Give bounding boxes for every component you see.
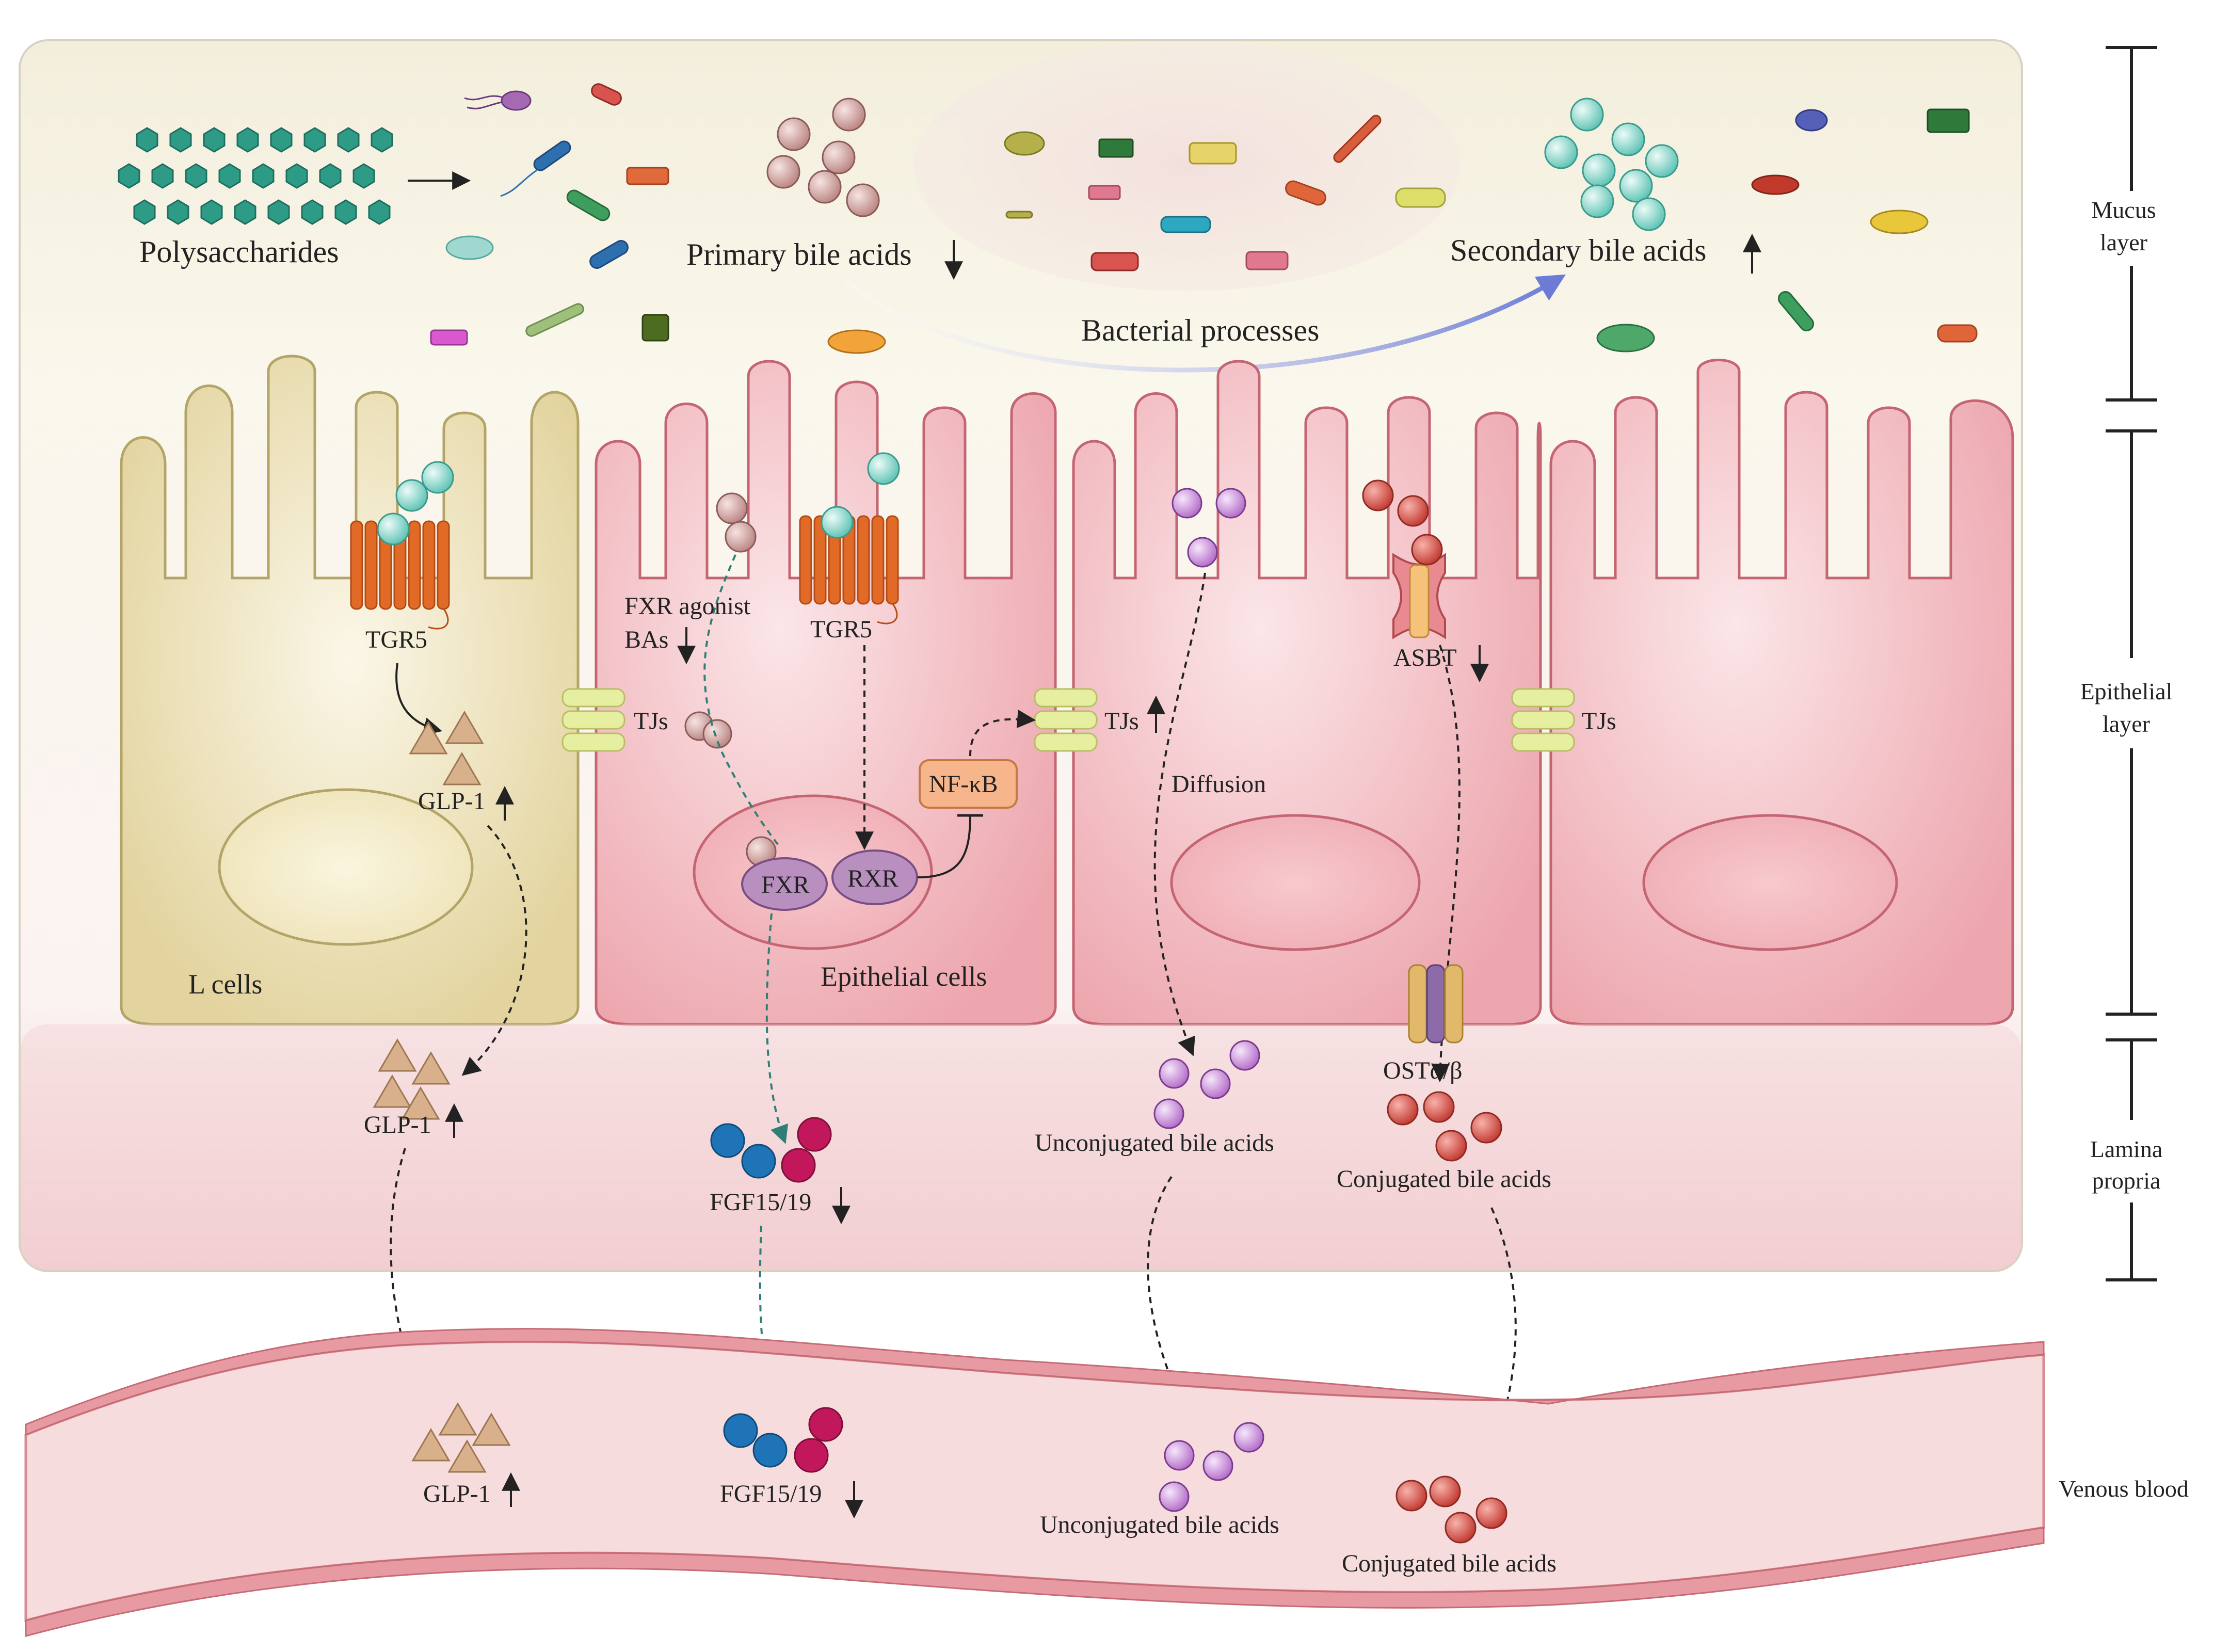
epithelial-cell-2-nucleus — [1170, 814, 1421, 951]
label-epithelial-cells: Epithelial cells — [821, 961, 987, 992]
label-l-cells: L cells — [188, 969, 262, 1000]
bacteria-cluster — [430, 83, 1978, 354]
vessel-wall-top — [25, 1328, 2045, 1436]
label-tjs-2: TJs — [1104, 708, 1139, 735]
tight-junction-1 — [561, 688, 625, 752]
side-label-mucus-1: Mucus — [2091, 197, 2156, 223]
lamina-propria — [21, 1024, 2021, 1270]
fxr-to-fgf-arrow — [765, 913, 789, 1144]
epithelial-cell-3-nucleus — [1642, 814, 1898, 951]
primary-bile-acids-cluster — [766, 98, 880, 217]
label-conjugated-lamina: Conjugated bile acids — [1337, 1165, 1551, 1193]
bacterial-conversion-arrow — [845, 274, 1566, 373]
fxr-agonist-primary-ba — [684, 492, 777, 867]
side-label-epithelial-1: Epithelial — [2080, 678, 2173, 704]
side-label-lamina-2: propria — [2092, 1167, 2161, 1194]
conjugated-to-blood-arrow — [1479, 1207, 1517, 1474]
vessel-wall-bottom — [25, 1527, 2045, 1637]
label-diffusion: Diffusion — [1172, 771, 1266, 798]
rxr-receptor — [831, 849, 918, 905]
secondary-ba-bound-e — [821, 452, 900, 539]
side-label-lamina-1: Lamina — [2090, 1136, 2163, 1162]
unconjugated-ba-lamina — [1153, 1040, 1260, 1129]
side-label-venous: Venous blood — [2059, 1475, 2189, 1502]
label-tgr5-e: TGR5 — [810, 616, 872, 643]
label-primary-bile-acids: Primary bile acids — [686, 237, 912, 271]
label-asbt: ASBT — [1393, 644, 1457, 671]
label-tgr5-l: TGR5 — [365, 626, 427, 653]
fgf-lamina — [710, 1117, 832, 1183]
fxr-receptor — [741, 857, 828, 911]
fgf-blood — [723, 1407, 843, 1473]
diffusion-arrow — [1153, 572, 1206, 1056]
side-label-epithelial-2: layer — [2103, 711, 2150, 737]
polysaccharide-chains — [118, 127, 393, 225]
label-glp1-blood: GLP-1 — [423, 1480, 491, 1507]
tight-junction-3 — [1511, 688, 1575, 752]
glp1-in-cell — [409, 711, 484, 785]
label-unconjugated-blood: Unconjugated bile acids — [1040, 1511, 1279, 1538]
label-fgf-blood: FGF15/19 — [720, 1480, 822, 1507]
label-glp1-lamina: GLP-1 — [364, 1111, 431, 1138]
label-tjs-3: TJs — [1582, 708, 1616, 735]
secondary-bile-acids-cluster — [1544, 98, 1679, 231]
asbt-transporter — [1392, 553, 1446, 639]
glp1-cell-to-lamina-arrow — [461, 825, 527, 1076]
label-fxr-agonist: FXR agonist — [624, 592, 751, 620]
label-secondary-bile-acids: Secondary bile acids — [1450, 233, 1707, 267]
conjugated-ba-blood — [1395, 1475, 1507, 1544]
change-arrows — [445, 233, 1761, 1519]
tight-junction-2 — [1034, 688, 1098, 752]
label-fxr: FXR — [761, 871, 809, 899]
l-cell-nucleus — [218, 788, 474, 946]
asbt-to-ost-arrow — [1431, 645, 1461, 1083]
label-conjugated-blood: Conjugated bile acids — [1342, 1550, 1557, 1577]
nfkb-box — [919, 759, 1018, 809]
ost-transporter — [1408, 964, 1464, 1044]
glp1-lamina — [373, 1038, 451, 1120]
nfkb-to-tj-arrow — [969, 709, 1036, 757]
label-rxr: RXR — [847, 865, 899, 892]
unconjugated-ba-apical — [1172, 488, 1246, 568]
tgr5-receptor-epithelial — [799, 515, 899, 624]
unconjugated-ba-blood — [1159, 1422, 1264, 1512]
conjugated-ba-lamina — [1387, 1091, 1502, 1162]
secondary-ba-bound-l — [377, 461, 454, 546]
bacterial-processes-zone — [913, 41, 1461, 291]
glp1-blood — [411, 1402, 511, 1473]
label-nfkb: NF-κB — [929, 771, 998, 798]
label-bas: BAs — [624, 626, 668, 653]
fxr-agonist-path — [703, 554, 780, 847]
label-glp1-cell: GLP-1 — [418, 788, 486, 815]
label-bacterial-processes: Bacterial processes — [1081, 313, 1319, 347]
label-tjs-1: TJs — [634, 708, 668, 735]
side-scale — [2106, 46, 2157, 1281]
label-polysaccharides: Polysaccharides — [139, 235, 339, 269]
conjugated-ba-apical — [1362, 479, 1443, 566]
side-label-mucus-2: layer — [2100, 229, 2147, 255]
label-fgf-lamina: FGF15/19 — [710, 1189, 811, 1216]
rxr-inhibits-nfkb — [917, 815, 971, 878]
label-ost: OSTα/β — [1383, 1057, 1463, 1084]
label-unconjugated-lamina: Unconjugated bile acids — [1035, 1129, 1274, 1157]
